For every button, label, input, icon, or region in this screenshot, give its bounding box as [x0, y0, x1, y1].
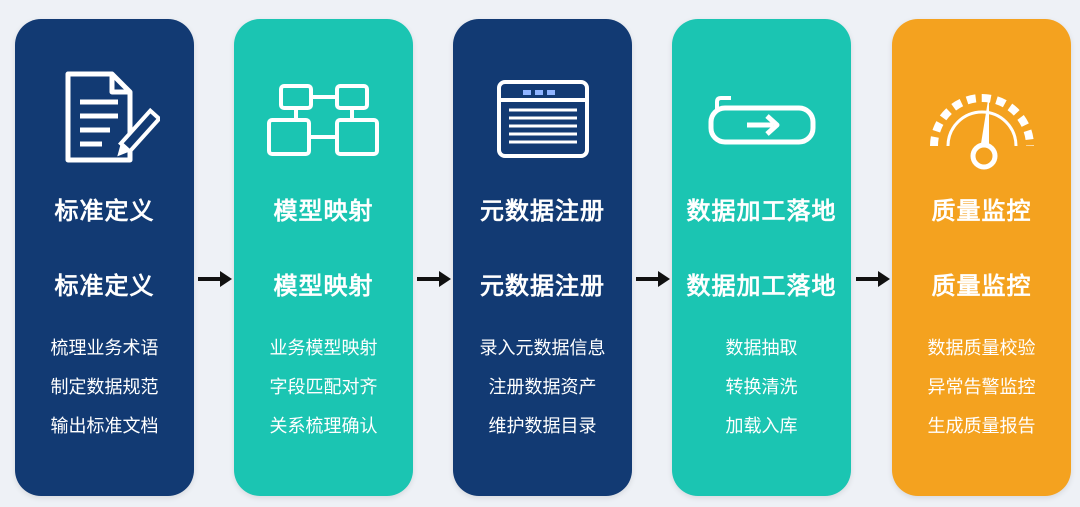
step-item: 关系梳理确认 — [269, 416, 378, 437]
step-card-data-processing: 数据加工落地 数据加工落地 数据抽取 转换清洗 加载入库 — [672, 19, 851, 496]
step-card-quality-monitoring: 质量监控 质量监控 数据质量校验 异常告警监控 生成质量报告 — [892, 19, 1071, 496]
step-title: 数据加工落地 — [686, 197, 837, 225]
step-item: 录入元数据信息 — [479, 338, 606, 359]
flow-arrow-icon — [632, 267, 672, 291]
step-item: 输出标准文档 — [50, 416, 159, 437]
data-table-icon — [453, 64, 632, 174]
flow-arrow-icon — [194, 267, 234, 291]
step-title: 模型映射 — [273, 197, 374, 225]
step-item-list: 数据抽取 转换清洗 加载入库 — [672, 329, 851, 446]
step-item-list: 业务模型映射 字段匹配对齐 关系梳理确认 — [234, 329, 413, 446]
step-item: 数据质量校验 — [927, 338, 1036, 359]
step-item-list: 录入元数据信息 注册数据资产 维护数据目录 — [453, 329, 632, 446]
step-item: 制定数据规范 — [50, 377, 159, 398]
step-item: 业务模型映射 — [269, 338, 378, 359]
flow-arrow-icon — [852, 267, 892, 291]
flow-arrow-icon — [413, 267, 453, 291]
step-card-metadata-registration: 元数据注册 元数据注册 录入元数据信息 注册数据资产 维护数据目录 — [453, 19, 632, 496]
step-title: 质量监控 — [931, 197, 1032, 225]
step-item: 加载入库 — [725, 416, 798, 437]
step-subtitle: 标准定义 — [54, 272, 155, 300]
step-item: 异常告警监控 — [927, 377, 1036, 398]
step-subtitle: 元数据注册 — [480, 272, 605, 300]
step-item: 维护数据目录 — [488, 416, 597, 437]
step-subtitle: 模型映射 — [273, 272, 374, 300]
step-subtitle: 质量监控 — [931, 272, 1032, 300]
hierarchy-diagram-icon — [234, 64, 413, 174]
pipeline-arrow-icon — [672, 64, 851, 174]
step-item: 字段匹配对齐 — [269, 377, 378, 398]
step-title: 标准定义 — [54, 197, 155, 225]
step-item: 转换清洗 — [725, 377, 798, 398]
gauge-icon — [892, 64, 1071, 174]
step-subtitle: 数据加工落地 — [686, 272, 837, 300]
document-pencil-icon — [15, 64, 194, 174]
step-item: 注册数据资产 — [488, 377, 597, 398]
step-item: 数据抽取 — [725, 338, 798, 359]
step-item: 生成质量报告 — [927, 416, 1036, 437]
step-title: 元数据注册 — [480, 197, 605, 225]
step-item-list: 数据质量校验 异常告警监控 生成质量报告 — [892, 329, 1071, 446]
step-item: 梳理业务术语 — [50, 338, 159, 359]
step-card-model-mapping: 模型映射 模型映射 业务模型映射 字段匹配对齐 关系梳理确认 — [234, 19, 413, 496]
step-item-list: 梳理业务术语 制定数据规范 输出标准文档 — [15, 329, 194, 446]
step-card-standard-definition: 标准定义 标准定义 梳理业务术语 制定数据规范 输出标准文档 — [15, 19, 194, 496]
